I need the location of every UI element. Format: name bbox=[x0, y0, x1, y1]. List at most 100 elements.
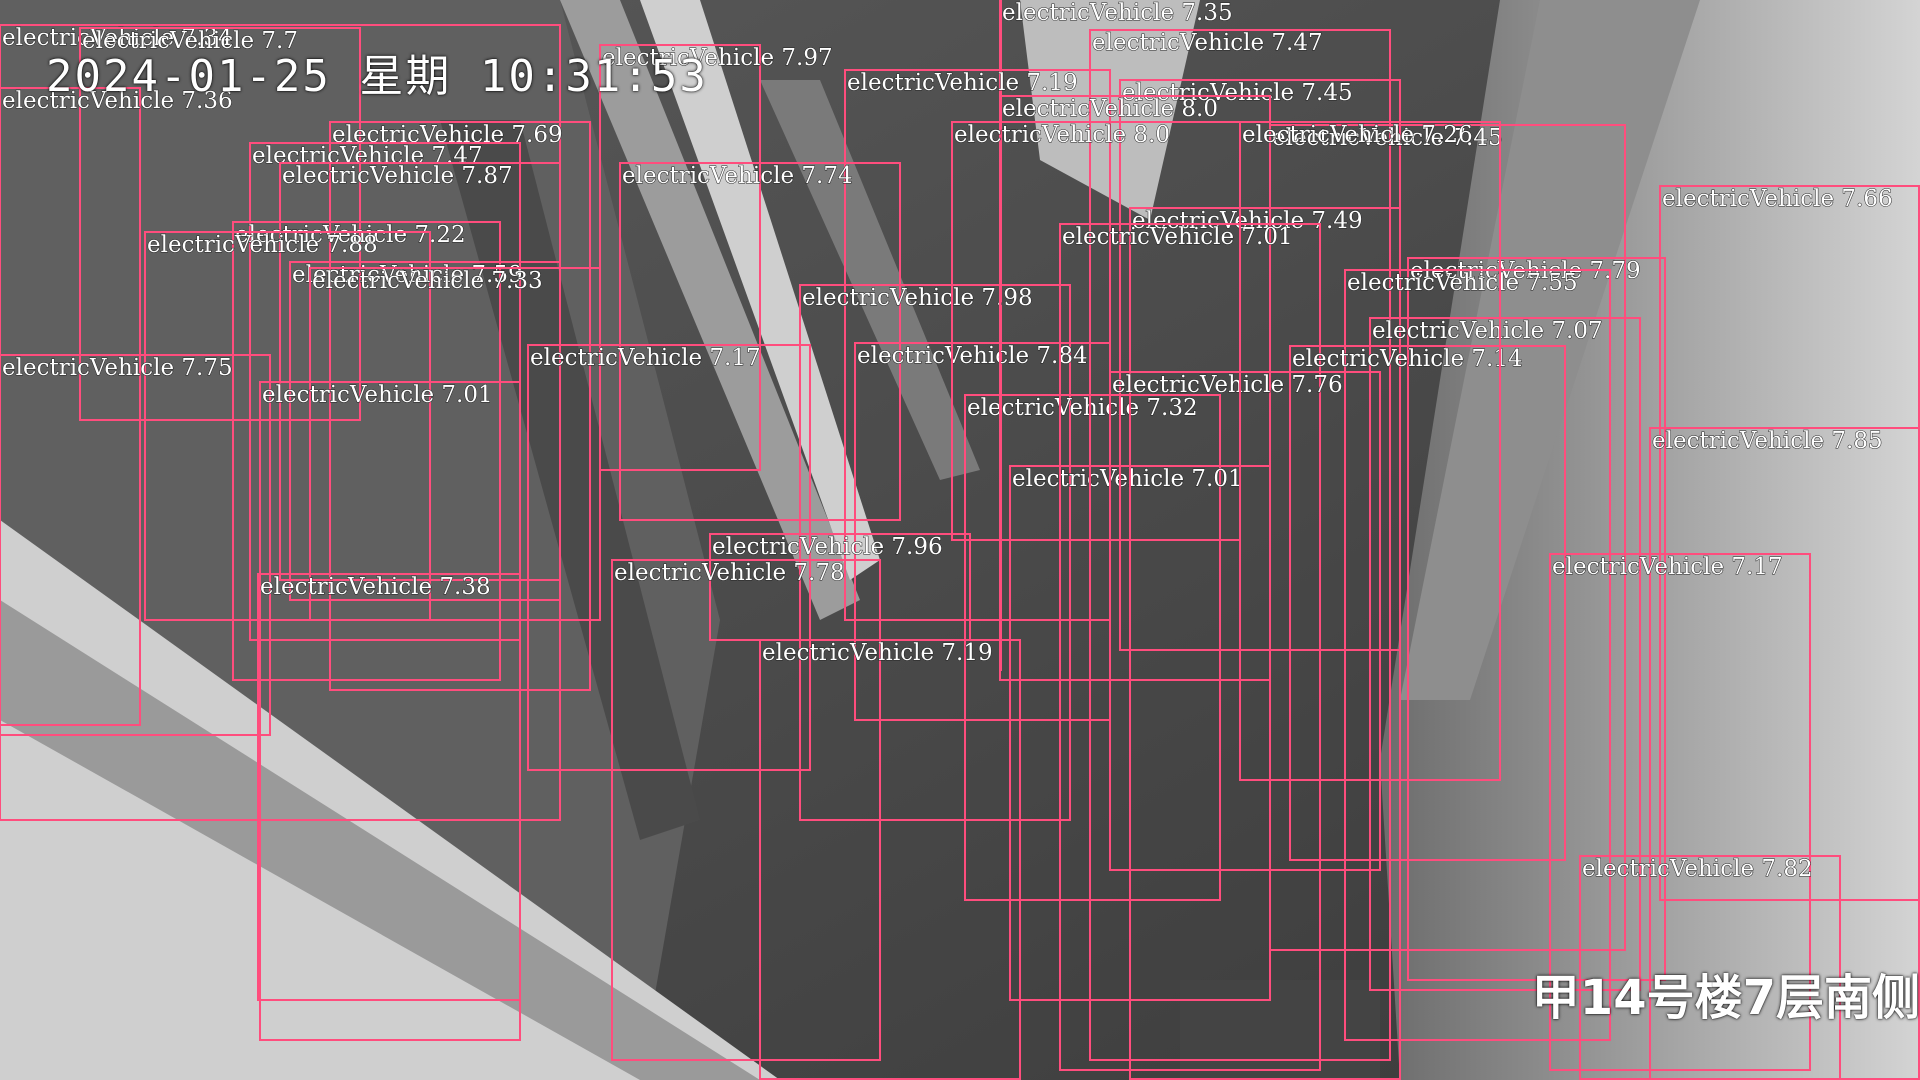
detection-label: electricVehicle 7.17 bbox=[1552, 554, 1783, 580]
detection-29: electricVehicle 7.49 bbox=[1129, 207, 1401, 1080]
detection-box bbox=[0, 87, 141, 726]
detection-26: electricVehicle 7.45 bbox=[1119, 79, 1401, 651]
detection-label: electricVehicle 7.49 bbox=[1132, 208, 1363, 234]
detection-19: electricVehicle 7.32 bbox=[964, 394, 1221, 901]
detection-box bbox=[527, 344, 811, 771]
detection-box bbox=[1269, 124, 1626, 951]
detection-15: electricVehicle 7.17 bbox=[527, 344, 811, 771]
detection-2: electricVehicle 7.7 bbox=[79, 27, 361, 421]
detection-label: electricVehicle 7.82 bbox=[1582, 856, 1813, 882]
detection-label: electricVehicle 7.38 bbox=[260, 574, 491, 600]
detection-label: electricVehicle 7.96 bbox=[712, 534, 943, 560]
detection-label: electricVehicle 7.32 bbox=[967, 395, 1198, 421]
detection-label: electricVehicle 7.01 bbox=[1012, 466, 1243, 492]
detection-box bbox=[1129, 207, 1401, 1080]
detection-box bbox=[759, 639, 1021, 1080]
detection-box bbox=[1059, 223, 1321, 1071]
detection-23: electricVehicle 7.19 bbox=[759, 639, 1021, 1080]
detection-label: electricVehicle 7.19 bbox=[847, 70, 1078, 96]
detection-label: electricVehicle 7.26 bbox=[1242, 122, 1473, 148]
detection-box bbox=[1659, 185, 1920, 901]
detection-box bbox=[1369, 317, 1641, 991]
detection-label: electricVehicle 7.22 bbox=[235, 222, 466, 248]
detection-label: electricVehicle 7.14 bbox=[1292, 346, 1523, 372]
detection-label: electricVehicle 7.85 bbox=[1652, 428, 1883, 454]
detection-30: electricVehicle 7.01 bbox=[1059, 223, 1321, 1071]
detection-label: electricVehicle 7.84 bbox=[857, 343, 1088, 369]
detection-box bbox=[799, 284, 1071, 821]
detection-box bbox=[232, 221, 501, 681]
detection-box bbox=[611, 559, 881, 1061]
detection-label: electricVehicle 7.47 bbox=[252, 143, 483, 169]
detection-28: electricVehicle 7.45 bbox=[1269, 124, 1626, 951]
detection-label: electricVehicle 7.35 bbox=[1002, 0, 1233, 26]
detection-box bbox=[1407, 257, 1666, 981]
detection-label: electricVehicle 7.36 bbox=[2, 88, 233, 114]
detection-label: electricVehicle 7.59 bbox=[292, 262, 523, 288]
detection-box bbox=[329, 121, 591, 691]
detection-box bbox=[309, 267, 601, 621]
detection-box bbox=[1009, 465, 1271, 1001]
detection-box bbox=[0, 354, 271, 736]
detection-label: electricVehicle 7.74 bbox=[622, 163, 853, 189]
detection-38: electricVehicle 7.17 bbox=[1549, 553, 1811, 1071]
detection-box bbox=[964, 394, 1221, 901]
detection-label: electricVehicle 7.45 bbox=[1272, 125, 1503, 151]
detection-27: electricVehicle 8.0 bbox=[999, 95, 1271, 681]
detection-33: electricVehicle 7.07 bbox=[1369, 317, 1641, 991]
detection-label: electricVehicle 7.01 bbox=[262, 382, 493, 408]
osd-weekday: 星期 bbox=[359, 51, 452, 102]
detection-box bbox=[1579, 855, 1841, 1080]
detection-box bbox=[257, 573, 521, 1001]
osd-timestamp: 2024-01-25 星期 10:31:53 bbox=[46, 40, 708, 104]
osd-date: 2024-01-25 bbox=[46, 51, 331, 102]
detection-box bbox=[1549, 553, 1811, 1071]
detection-label: electricVehicle 7.78 bbox=[614, 560, 845, 586]
detection-label: electricVehicle 8.0 bbox=[954, 122, 1170, 148]
detection-5: electricVehicle 7.36 bbox=[0, 87, 233, 726]
detection-label: electricVehicle 7.17 bbox=[530, 345, 761, 371]
detection-10: electricVehicle 7.22 bbox=[232, 221, 501, 681]
detection-box bbox=[1239, 121, 1501, 781]
detection-22: electricVehicle 7.38 bbox=[257, 573, 521, 1001]
detection-20: electricVehicle 7.96 bbox=[709, 533, 971, 641]
detection-16: electricVehicle 7.75 bbox=[0, 354, 271, 736]
detection-box bbox=[79, 27, 361, 421]
detection-label: electricVehicle 7.47 bbox=[1092, 30, 1323, 56]
detection-label: electricVehicle 7.75 bbox=[2, 355, 233, 381]
detection-34: electricVehicle 7.14 bbox=[1289, 345, 1566, 861]
detection-label: electricVehicle 7.19 bbox=[762, 640, 993, 666]
detection-13: electricVehicle 7.33 bbox=[309, 267, 601, 621]
detection-label: electricVehicle 7.45 bbox=[1122, 80, 1353, 106]
detection-label: electricVehicle 7.66 bbox=[1662, 186, 1893, 212]
detection-24: electricVehicle 7.01 bbox=[1009, 465, 1271, 1001]
detection-box bbox=[1344, 269, 1611, 1041]
osd-time: 10:31:53 bbox=[479, 51, 708, 102]
detection-box bbox=[619, 162, 901, 521]
detection-label: electricVehicle 7.07 bbox=[1372, 318, 1603, 344]
detection-label: electricVehicle 7.7 bbox=[82, 28, 298, 54]
detection-box bbox=[259, 381, 521, 1041]
osd-camera-label: 甲14号楼7层南侧 bbox=[1531, 970, 1920, 1026]
detection-box bbox=[144, 231, 431, 621]
detection-41: electricVehicle 7.26 bbox=[1239, 121, 1501, 781]
detection-4: electricVehicle 7.19 bbox=[844, 69, 1111, 621]
detection-0: electricVehicle 7.35 bbox=[999, 0, 1233, 671]
detection-label: electricVehicle 7.88 bbox=[147, 232, 378, 258]
detection-label: electricVehicle 7.76 bbox=[1112, 372, 1343, 398]
detection-18: electricVehicle 7.84 bbox=[854, 342, 1111, 721]
detection-box bbox=[1289, 345, 1566, 861]
detection-label: electricVehicle 7.01 bbox=[1062, 224, 1293, 250]
detection-32: electricVehicle 7.55 bbox=[1344, 269, 1611, 1041]
detection-36: electricVehicle 7.66 bbox=[1659, 185, 1920, 901]
detection-7: electricVehicle 7.47 bbox=[249, 142, 521, 641]
detection-12: electricVehicle 7.59 bbox=[289, 261, 561, 601]
detection-box bbox=[1089, 29, 1391, 1061]
detection-35: electricVehicle 7.76 bbox=[1109, 371, 1381, 871]
detection-label: electricVehicle 7.98 bbox=[802, 285, 1033, 311]
detection-box bbox=[1109, 371, 1381, 871]
detection-39: electricVehicle 7.82 bbox=[1579, 855, 1841, 1080]
detection-label: electricVehicle 7.87 bbox=[282, 163, 513, 189]
